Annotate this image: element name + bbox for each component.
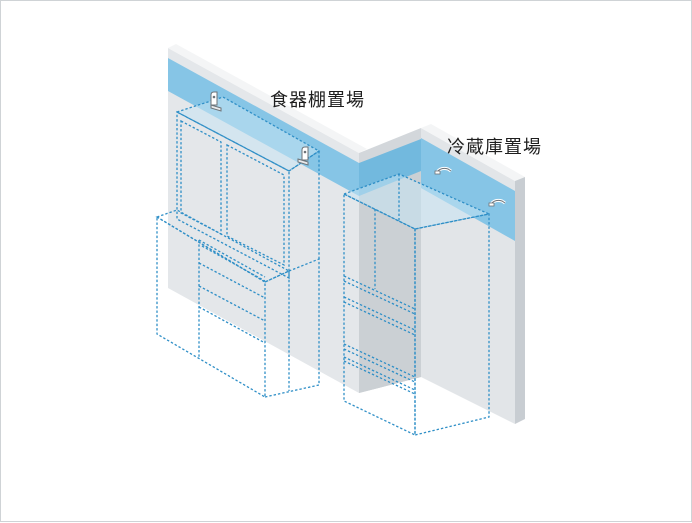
refrigerator-area-label: 冷蔵庫置場 — [447, 137, 542, 158]
l-bracket-icon — [210, 91, 222, 112]
left-wall-face — [168, 48, 359, 393]
anchor-hook-icon — [434, 166, 452, 175]
l-bracket-icon — [297, 146, 309, 166]
return-reinforcement-band — [359, 139, 421, 196]
right-wall-side — [515, 177, 525, 424]
anchor-hook-icon — [488, 198, 506, 207]
right-wall-top-edge — [421, 124, 525, 181]
right-reinforcement-band — [421, 138, 515, 241]
cupboard-outline — [155, 96, 321, 399]
cupboard-area-label: 食器棚置場 — [270, 90, 365, 111]
refrigerator-outline — [342, 173, 492, 437]
left-wall-top-edge — [168, 44, 367, 153]
